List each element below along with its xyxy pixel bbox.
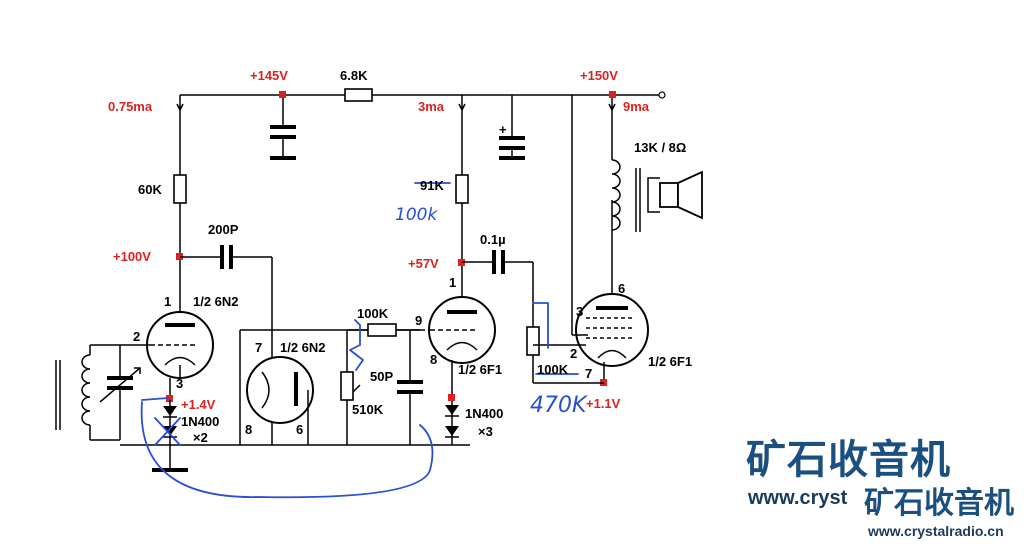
pin-label: 9: [415, 313, 422, 328]
label-6k8: 6.8K: [340, 68, 368, 83]
tube-6f1-triode: [428, 296, 496, 364]
voltage-100v: +100V: [113, 249, 151, 264]
label-transformer: 13K / 8Ω: [634, 140, 686, 155]
label-diode-1-count: ×2: [193, 430, 208, 445]
label-510k: 510K: [352, 402, 384, 417]
resistor-510k: [340, 371, 354, 401]
voltage-150v: +150V: [580, 68, 618, 83]
resistor-91k: [455, 174, 469, 204]
tuning-coil: [55, 345, 91, 440]
handwritten-note-470k: 470K: [530, 393, 588, 418]
label-50p: 50P: [370, 369, 393, 384]
watermark-url-partial: www.cryst: [748, 487, 848, 509]
supply-terminal: [658, 91, 666, 99]
pin-label: 8: [430, 352, 437, 367]
capacitor-electrolytic: +: [499, 95, 525, 160]
pin-label: 3: [176, 376, 183, 391]
capacitor-variable: [99, 367, 141, 440]
watermark-url: www.crystalradio.cn: [868, 523, 1004, 539]
label-tube-6n2-b: 1/2 6N2: [280, 340, 326, 355]
pin-label: 6: [618, 281, 625, 296]
junction-dot: [279, 91, 286, 98]
supply-rail: [179, 88, 666, 335]
pin-label: 7: [585, 366, 592, 381]
label-tube-6f1-a: 1/2 6F1: [458, 362, 502, 377]
current-075ma: 0.75ma: [108, 99, 153, 114]
pen-annotations: [140, 182, 579, 499]
current-arrow: [458, 103, 466, 112]
resistor-6k8: [344, 88, 373, 102]
label-01u: 0.1µ: [480, 232, 506, 247]
resistor-100k-grid: [526, 326, 540, 356]
label-diode-2: 1N400: [465, 406, 503, 421]
capacitor-50p: [397, 380, 423, 394]
pin-label: 1: [449, 275, 456, 290]
tube-6n2-b: [246, 356, 314, 424]
label-60k: 60K: [138, 182, 162, 197]
junction-dot: [458, 259, 465, 266]
pin-label: 2: [570, 346, 577, 361]
pin-label: 2: [133, 329, 140, 344]
junction-dot: [609, 91, 616, 98]
voltage-145v: +145V: [250, 68, 288, 83]
capacitor-decoupling-1: [270, 95, 296, 160]
pin-label: 8: [245, 422, 252, 437]
junction-dot: [166, 395, 173, 402]
speaker-icon: [659, 170, 703, 220]
label-91k: 91K: [420, 178, 444, 193]
junction-dot: [176, 253, 183, 260]
pin-label: 6: [296, 422, 303, 437]
watermark-logo-small: 矿石收音机: [862, 478, 1016, 522]
voltage-11v: +1.1V: [586, 396, 621, 411]
watermark-logo: 矿石收音机: [746, 437, 951, 483]
voltage-14v: +1.4V: [181, 397, 216, 412]
label-diode-1: 1N400: [181, 414, 219, 429]
tube-6f1-pentode: [575, 293, 649, 367]
label-tube-6f1-b: 1/2 6F1: [648, 354, 692, 369]
label-diode-2-count: ×3: [478, 424, 493, 439]
current-3ma: 3ma: [418, 99, 445, 114]
label-100k: 100K: [357, 306, 389, 321]
label-200p: 200P: [208, 222, 239, 237]
junction-dot: [448, 394, 455, 401]
voltage-57v: +57V: [408, 256, 439, 271]
diode-string-2: [445, 398, 459, 445]
tube-6n2-a: [146, 311, 214, 379]
svg-text:+: +: [499, 122, 507, 137]
resistor-100k: [367, 323, 397, 337]
current-arrow: [608, 103, 616, 112]
pin-label: 1: [164, 294, 171, 309]
handwritten-note-100k: 100k: [395, 205, 438, 225]
current-arrow: [176, 103, 184, 112]
resistor-60k: [173, 174, 187, 204]
pin-label: 3: [576, 304, 583, 319]
current-9ma: 9ma: [623, 99, 650, 114]
label-tube-6n2-a: 1/2 6N2: [193, 294, 239, 309]
pin-label: 7: [255, 340, 262, 355]
output-transformer: [611, 159, 660, 232]
label-100k-grid: 100K: [537, 362, 569, 377]
